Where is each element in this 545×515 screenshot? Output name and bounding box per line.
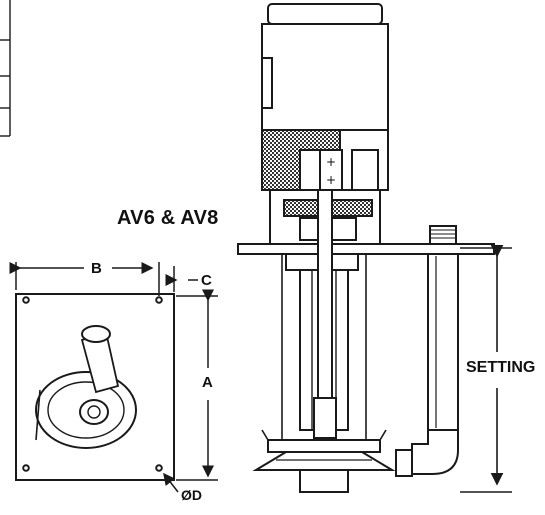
plan-dimensions [9,262,218,493]
setting-dimension [460,244,512,493]
motor: + + [261,3,389,195]
discharge-pipe [395,225,459,477]
dimension-a-label: A [202,374,213,391]
svg-text:+: + [326,173,336,187]
table-fragment [0,0,11,137]
setting-label: SETTING [466,359,536,376]
dimension-d-label: ØD [181,487,202,503]
dimension-c-label: C [201,272,212,289]
model-title: AV6 & AV8 [117,207,219,229]
plan-view [15,293,175,481]
pump-column [281,189,367,441]
svg-text:+: + [326,155,336,169]
pump-casing [252,429,396,493]
dimension-b-label: B [91,260,102,277]
